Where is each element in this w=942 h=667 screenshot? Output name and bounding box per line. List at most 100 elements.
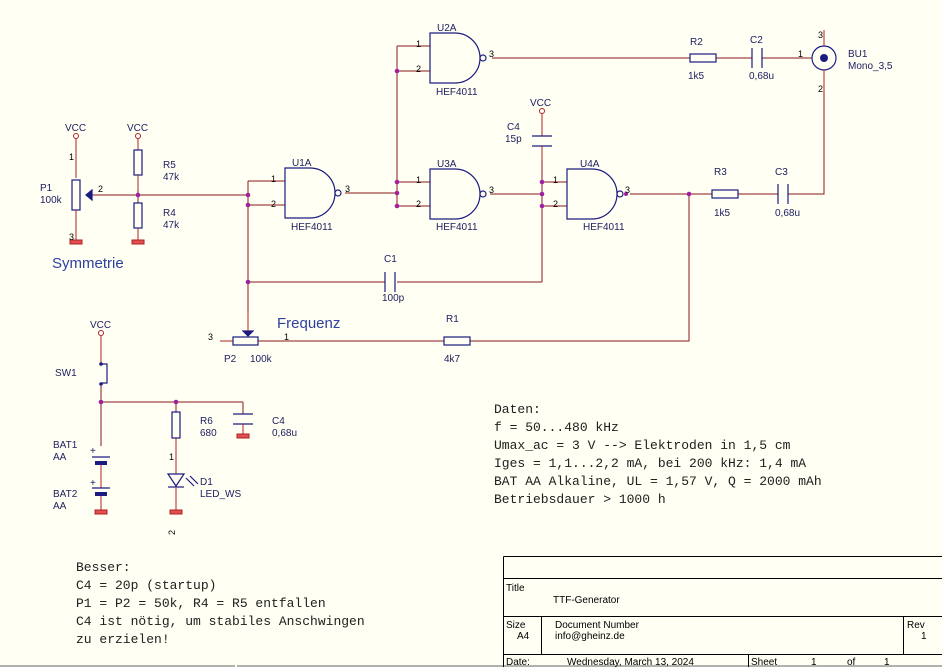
svg-text:AA: AA: [53, 452, 67, 463]
svg-text:680: 680: [200, 428, 217, 439]
besser-line: Besser:: [76, 560, 131, 575]
svg-text:1: 1: [169, 452, 174, 462]
svg-text:HEF4011: HEF4011: [583, 222, 625, 233]
capacitor-c1: C1 100p: [382, 254, 405, 304]
svg-text:U3A: U3A: [437, 159, 457, 170]
tb-sheet: 1: [811, 657, 817, 667]
vcc-c4-top: VCC: [530, 98, 551, 136]
wires: [92, 45, 825, 446]
daten-line: f = 50...480 kHz: [494, 420, 619, 435]
svg-text:HEF4011: HEF4011: [436, 87, 478, 98]
svg-text:15p: 15p: [505, 134, 522, 145]
svg-text:BU1: BU1: [848, 49, 868, 60]
svg-text:P2: P2: [224, 354, 237, 365]
tb-docnum: info@gheinz.de: [555, 631, 625, 642]
svg-text:BAT2: BAT2: [53, 489, 78, 500]
svg-text:2: 2: [818, 84, 823, 94]
svg-text:1: 1: [416, 39, 421, 49]
label-frequenz: Frequenz: [277, 315, 340, 332]
capacitor-c2: C2 0,68u: [749, 35, 774, 82]
svg-text:1: 1: [553, 175, 558, 185]
daten-line: Betriebsdauer > 1000 h: [494, 492, 666, 507]
svg-text:2: 2: [416, 64, 421, 74]
svg-text:0,68u: 0,68u: [272, 428, 297, 439]
svg-text:0,68u: 0,68u: [775, 208, 800, 219]
svg-text:1: 1: [416, 175, 421, 185]
besser-line: P1 = P2 = 50k, R4 = R5 entfallen: [76, 596, 326, 611]
daten-line: Umax_ac = 3 V --> Elektroden in 1,5 cm: [494, 438, 791, 453]
tb-of-label: of: [847, 657, 856, 667]
svg-text:P1: P1: [40, 183, 53, 194]
vcc-sw1: VCC: [90, 320, 111, 364]
svg-text:VCC: VCC: [90, 320, 111, 331]
svg-text:3: 3: [625, 185, 630, 195]
tb-date-label: Date:: [506, 657, 530, 667]
capacitor-c3: C3 0,68u: [775, 167, 800, 219]
svg-text:R4: R4: [163, 208, 176, 219]
besser-line: C4 = 20p (startup): [76, 578, 217, 593]
svg-text:4k7: 4k7: [444, 354, 461, 365]
daten-line: Iges = 1,1...2,2 mA, bei 200 kHz: 1,4 mA: [494, 456, 807, 471]
resistor-r3: R3 1k5: [711, 167, 739, 219]
svg-text:HEF4011: HEF4011: [291, 222, 333, 233]
svg-text:3: 3: [208, 332, 213, 342]
svg-text:AA: AA: [53, 501, 67, 512]
svg-text:U4A: U4A: [580, 159, 600, 170]
svg-text:2: 2: [553, 199, 558, 209]
svg-text:R2: R2: [690, 37, 703, 48]
capacitor-c4-bottom: C4 0,68u: [233, 413, 297, 439]
gate-u4a: U4A HEF4011 1 2 3: [553, 159, 630, 233]
tb-size: A4: [517, 631, 530, 642]
tb-of: 1: [884, 657, 890, 667]
tb-docnum-label: Document Number: [555, 620, 640, 631]
svg-text:3: 3: [345, 184, 350, 194]
resistor-r6: 1 R6 680: [169, 411, 217, 474]
daten-line: BAT AA Alkaline, UL = 1,57 V, Q = 2000 m…: [494, 474, 822, 489]
svg-text:R5: R5: [163, 160, 176, 171]
resistor-r4: R4 47k: [131, 202, 180, 245]
svg-text:VCC: VCC: [530, 98, 551, 109]
led-d1: 2 D1 LED_WS: [166, 473, 241, 535]
tb-rev: 1: [921, 631, 927, 642]
svg-text:2: 2: [98, 184, 103, 194]
battery-bat2: + BAT2 AA: [53, 478, 110, 515]
svg-text:C1: C1: [384, 254, 397, 265]
svg-text:R1: R1: [446, 314, 459, 325]
label-symmetrie: Symmetrie: [52, 255, 124, 272]
svg-text:U1A: U1A: [292, 158, 312, 169]
svg-text:2: 2: [167, 530, 177, 535]
resistor-r1: R1 4k7: [443, 314, 471, 365]
svg-text:1k5: 1k5: [688, 71, 705, 82]
gate-u2a: U2A HEF4011 1 2 3: [416, 23, 494, 98]
svg-text:2: 2: [271, 199, 276, 209]
svg-text:D1: D1: [200, 477, 213, 488]
svg-text:SW1: SW1: [55, 368, 77, 379]
tb-sheet-label: Sheet: [751, 657, 777, 667]
potentiometer-p2: 3 1 P2 100k: [208, 312, 289, 365]
svg-text:100k: 100k: [40, 195, 63, 206]
svg-text:C3: C3: [775, 167, 788, 178]
svg-text:100p: 100p: [382, 293, 405, 304]
vcc-p1: VCC 1: [65, 123, 86, 178]
svg-text:Mono_3,5: Mono_3,5: [848, 61, 893, 72]
switch-sw1: SW1: [55, 362, 108, 386]
svg-text:R3: R3: [714, 167, 727, 178]
svg-text:2: 2: [416, 199, 421, 209]
notes-besser: Besser: C4 = 20p (startup) P1 = P2 = 50k, …: [76, 559, 365, 649]
svg-text:1k5: 1k5: [714, 208, 731, 219]
svg-text:R6: R6: [200, 416, 213, 427]
connector-bu1: 1 3 2 BU1 Mono_3,5: [798, 30, 893, 94]
vcc-r5: VCC: [127, 123, 148, 150]
gate-u3a: U3A HEF4011 1 2 3: [416, 159, 494, 233]
svg-text:47k: 47k: [163, 220, 180, 231]
besser-line: zu erzielen!: [76, 632, 170, 647]
svg-text:100k: 100k: [250, 354, 273, 365]
tb-date: Wednesday, March 13, 2024: [567, 657, 694, 667]
svg-text:3: 3: [69, 232, 74, 242]
tb-title-label: Title: [506, 583, 525, 594]
tb-rev-label: Rev: [907, 620, 925, 631]
svg-text:47k: 47k: [163, 172, 180, 183]
daten-line: Daten:: [494, 402, 541, 417]
